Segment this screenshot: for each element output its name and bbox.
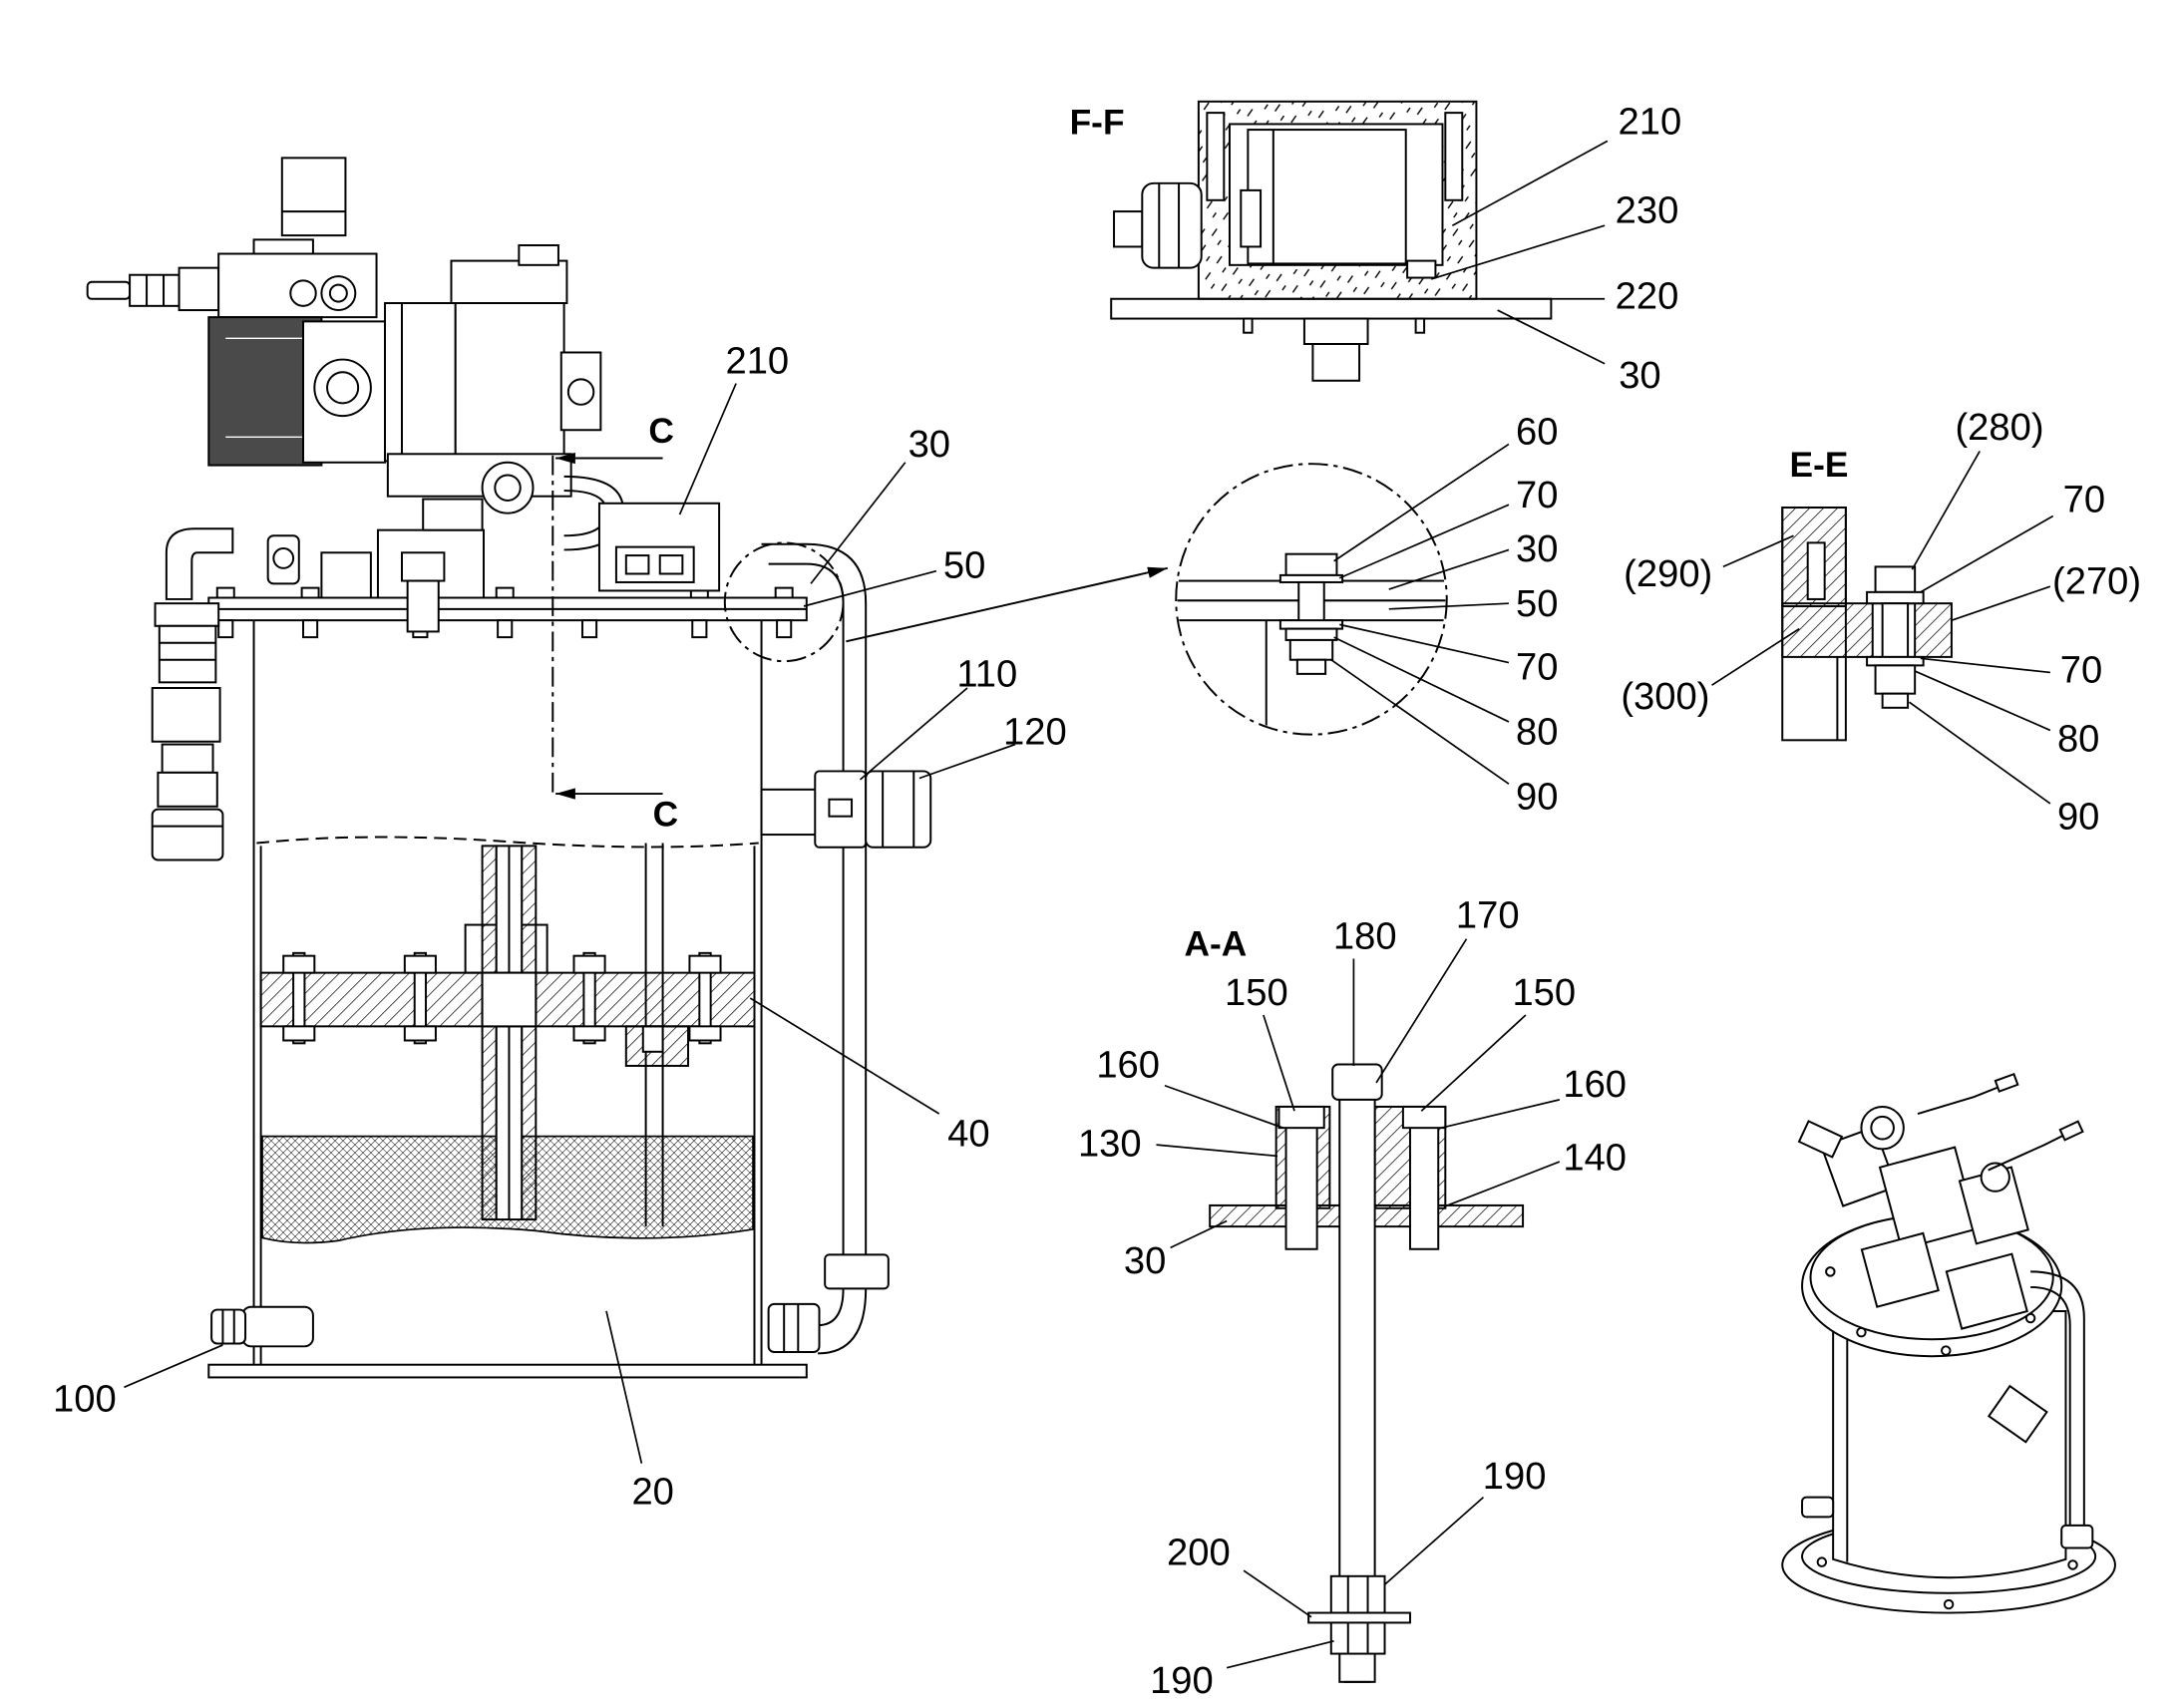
callout-280: (280) bbox=[1955, 406, 2043, 449]
callout-70: 70 bbox=[2063, 478, 2105, 520]
leader-lines bbox=[1430, 140, 1609, 365]
tank-20 bbox=[252, 620, 763, 1368]
callout-70: 70 bbox=[1516, 474, 1558, 516]
callout-120: 120 bbox=[1003, 711, 1067, 754]
bolt-280 bbox=[1866, 565, 1925, 709]
section-ff-view: F-F 210 230 220 30 bbox=[1070, 100, 1682, 397]
plate-bolt bbox=[282, 951, 316, 1045]
return-pipe bbox=[761, 542, 868, 1259]
bolt-60 bbox=[1278, 552, 1344, 623]
callout-60: 60 bbox=[1516, 410, 1558, 453]
plate-bolt bbox=[403, 951, 437, 1045]
callout-90: 90 bbox=[1516, 776, 1558, 819]
callout-230: 230 bbox=[1616, 188, 1679, 231]
pipe-fitting-110 bbox=[760, 770, 868, 849]
section-ee-view: E-E (280) 70 (290) (270) (300) 70 80 90 bbox=[1621, 406, 2141, 838]
leader-lines bbox=[1156, 938, 1561, 1669]
lower-elbow bbox=[767, 1253, 890, 1355]
leader-lines bbox=[1330, 443, 1510, 785]
drain-fitting-100 bbox=[210, 1305, 314, 1348]
seal-230 bbox=[1406, 259, 1437, 279]
callout-160-right: 160 bbox=[1563, 1063, 1627, 1106]
cable-gland bbox=[1113, 181, 1203, 269]
callout-80: 80 bbox=[2057, 718, 2099, 761]
callout-190-bottom: 190 bbox=[1150, 1659, 1214, 1702]
detail-arrow bbox=[846, 566, 1168, 643]
housing-210 bbox=[1197, 100, 1478, 300]
callout-30: 30 bbox=[1516, 527, 1558, 570]
callout-190-top: 190 bbox=[1483, 1455, 1547, 1498]
section-line-c bbox=[551, 452, 663, 800]
plate-bolt bbox=[688, 951, 722, 1045]
central-tube bbox=[464, 845, 548, 1221]
base-plate-30 bbox=[1110, 297, 1553, 320]
callout-140: 140 bbox=[1563, 1137, 1627, 1180]
callout-270: (270) bbox=[2052, 559, 2141, 602]
callout-160-left: 160 bbox=[1096, 1043, 1160, 1086]
callout-110: 110 bbox=[956, 653, 1017, 696]
callout-40: 40 bbox=[947, 1113, 989, 1156]
block-140 bbox=[1373, 1105, 1447, 1250]
leader-lines bbox=[124, 383, 1016, 1464]
detail-circle bbox=[723, 541, 845, 663]
sensor-tube bbox=[624, 843, 690, 1227]
callout-30: 30 bbox=[1124, 1239, 1166, 1282]
callout-130: 130 bbox=[1078, 1122, 1142, 1165]
section-marker-c-top: C bbox=[648, 412, 674, 451]
callout-220: 220 bbox=[1616, 275, 1679, 318]
callout-20: 20 bbox=[631, 1471, 673, 1514]
callout-180: 180 bbox=[1333, 915, 1397, 958]
top-plate-30 bbox=[207, 586, 808, 639]
callout-170: 170 bbox=[1456, 893, 1520, 936]
pump-valve-assembly bbox=[86, 157, 624, 633]
section-title-ee: E-E bbox=[1790, 446, 1849, 485]
leader-lines bbox=[1711, 451, 2054, 805]
base-plate bbox=[207, 1363, 808, 1379]
section-marker-c-bottom: C bbox=[653, 796, 679, 835]
block-130 bbox=[1274, 1105, 1331, 1250]
junction-box-210 bbox=[597, 502, 721, 592]
callout-30: 30 bbox=[908, 423, 950, 466]
callout-300: (300) bbox=[1621, 675, 1709, 718]
callout-30: 30 bbox=[1619, 354, 1660, 397]
top-plate-bolts bbox=[215, 586, 794, 639]
left-hose-assembly bbox=[151, 527, 234, 861]
callout-210: 210 bbox=[1619, 100, 1682, 143]
bottom-fitting bbox=[1243, 317, 1426, 382]
callout-80: 80 bbox=[1516, 711, 1558, 754]
callout-150-right: 150 bbox=[1512, 971, 1576, 1014]
nut-assembly bbox=[1278, 619, 1344, 675]
callout-150-left: 150 bbox=[1225, 971, 1288, 1014]
union-nut-120 bbox=[865, 770, 932, 849]
isometric-view bbox=[1781, 1072, 2116, 1614]
callout-200: 200 bbox=[1167, 1531, 1231, 1573]
callout-210: 210 bbox=[725, 340, 789, 383]
callout-100: 100 bbox=[53, 1377, 117, 1420]
plate-bolt bbox=[572, 951, 606, 1045]
section-aa-view: A-A 180 170 150 150 160 160 130 140 30 1… bbox=[1078, 893, 1627, 1702]
callout-290: (290) bbox=[1624, 552, 1712, 595]
callout-90: 90 bbox=[2057, 795, 2099, 838]
intermediate-plate-40 bbox=[259, 951, 756, 1045]
detail-view: 60 70 30 50 70 80 90 bbox=[1175, 410, 1558, 819]
flange-300 bbox=[1781, 602, 1953, 658]
section-title-ff: F-F bbox=[1070, 103, 1125, 142]
main-view: C C 210 30 50 110 120 40 100 20 bbox=[53, 157, 1168, 1514]
callout-50: 50 bbox=[1516, 582, 1558, 625]
callout-70: 70 bbox=[2060, 648, 2102, 691]
callout-50: 50 bbox=[943, 544, 985, 587]
bottom-nuts-190 bbox=[1307, 1574, 1411, 1655]
section-title-aa: A-A bbox=[1184, 925, 1247, 964]
callout-70: 70 bbox=[1516, 646, 1558, 689]
